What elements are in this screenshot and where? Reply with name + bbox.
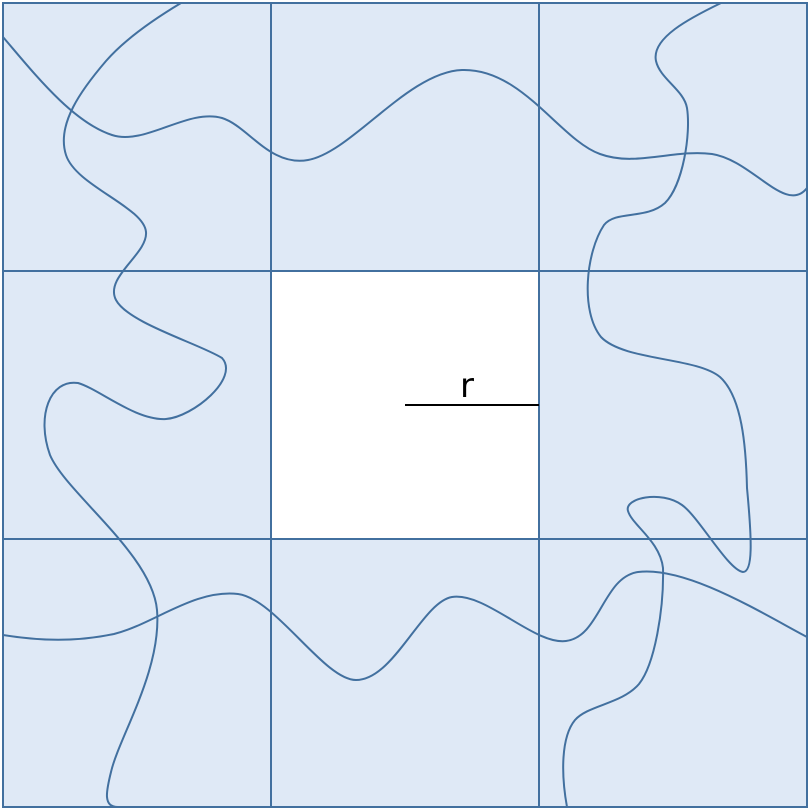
cell-top-left	[2, 2, 272, 272]
top-wavy-curve	[2, 36, 808, 197]
cell-middle-left	[2, 270, 272, 540]
bottom-wavy-curve	[2, 570, 808, 681]
cell-bottom-right	[538, 538, 808, 808]
cell-top-right	[538, 2, 808, 272]
cell-bottom-left	[2, 538, 272, 808]
right-side-curve	[562, 2, 752, 808]
cell-top-center	[270, 2, 540, 272]
radius-label: r	[460, 366, 474, 406]
cell-middle-right	[538, 270, 808, 540]
cell-bottom-center	[270, 538, 540, 808]
